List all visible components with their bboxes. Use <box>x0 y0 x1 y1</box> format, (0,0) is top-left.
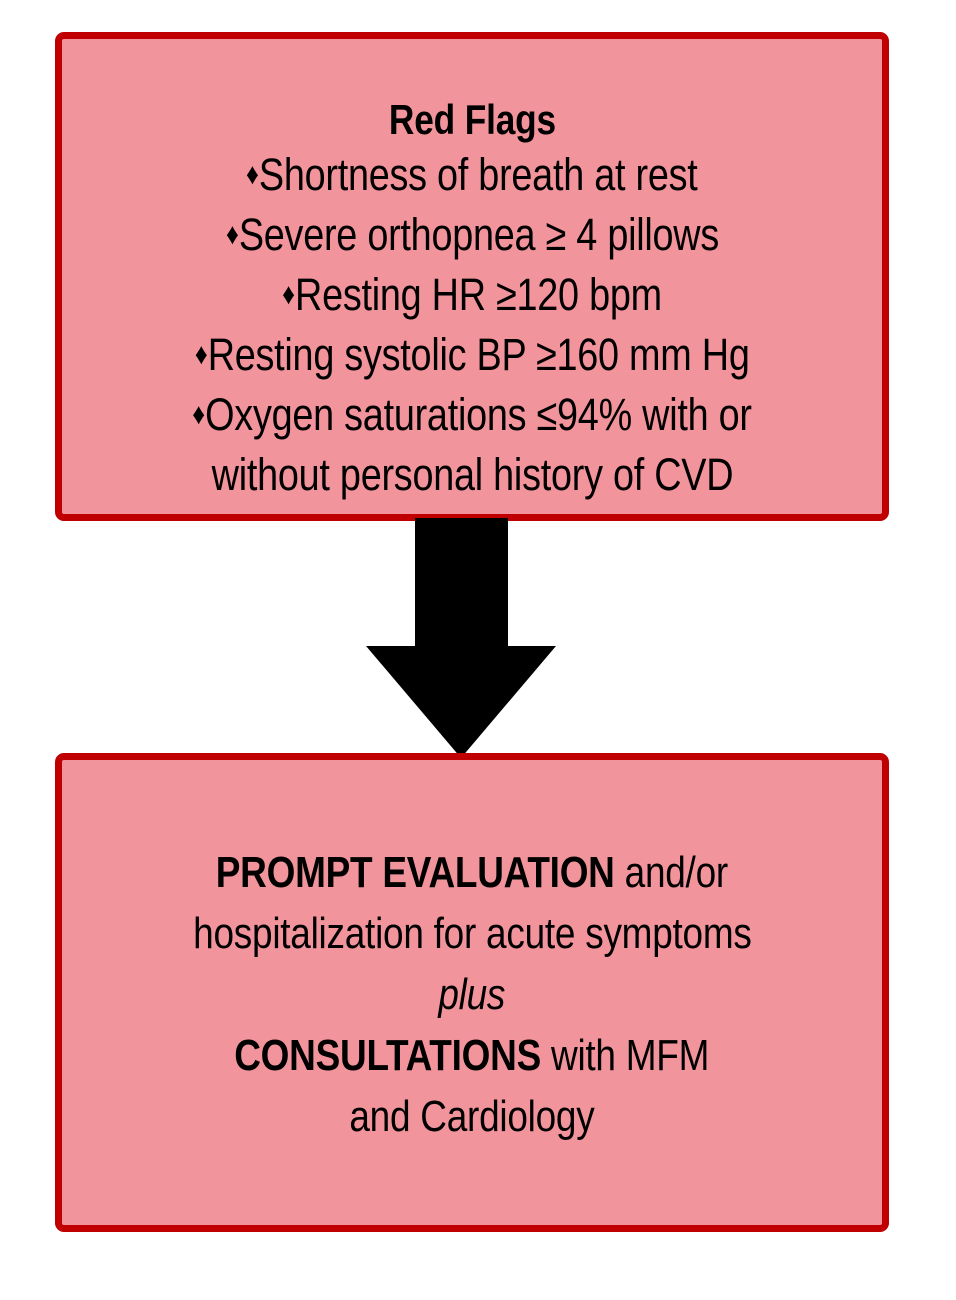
action-line-4-bold: CONSULTATIONS <box>234 1031 542 1080</box>
red-flags-bullet-5-continuation-text: without personal history of CVD <box>211 449 733 500</box>
red-flags-title: Red Flags <box>62 95 882 145</box>
red-flags-bullet-4-text: Resting systolic BP ≥160 mm Hg <box>207 329 750 380</box>
red-flags-bullet-5: ♦Oxygen saturations ≤94% with or <box>62 385 882 445</box>
bullet-diamond-icon: ♦ <box>194 338 208 371</box>
action-line-2-text: hospitalization for acute symptoms <box>192 909 752 958</box>
action-line-1-rest: and/or <box>614 848 729 897</box>
bullet-diamond-icon: ♦ <box>282 278 296 311</box>
red-flags-title-text: Red Flags <box>388 96 556 143</box>
bullet-diamond-icon: ♦ <box>192 398 206 431</box>
red-flags-bullet-2-text: Severe orthopnea ≥ 4 pillows <box>238 209 719 260</box>
red-flags-bullet-5-text: Oxygen saturations ≤94% with or <box>205 389 752 440</box>
down-arrow-icon <box>360 518 562 760</box>
red-flags-bullet-2: ♦Severe orthopnea ≥ 4 pillows <box>62 205 882 265</box>
action-line-5: and Cardiology <box>62 1086 882 1147</box>
bullet-diamond-icon: ♦ <box>246 158 260 191</box>
bullet-diamond-icon: ♦ <box>225 218 239 251</box>
action-line-5-text: and Cardiology <box>349 1092 595 1141</box>
action-line-4-rest: with MFM <box>541 1031 710 1080</box>
action-line-3-text: plus <box>438 970 506 1019</box>
red-flags-box: Red Flags ♦Shortness of breath at rest ♦… <box>55 32 889 521</box>
red-flags-bullet-4: ♦Resting systolic BP ≥160 mm Hg <box>62 325 882 385</box>
action-line-1: PROMPT EVALUATION and/or <box>62 842 882 903</box>
action-line-1-bold: PROMPT EVALUATION <box>215 848 615 897</box>
red-flags-bullet-3: ♦Resting HR ≥120 bpm <box>62 265 882 325</box>
red-flags-bullet-1: ♦Shortness of breath at rest <box>62 145 882 205</box>
action-line-3: plus <box>62 964 882 1025</box>
red-flags-content: Red Flags ♦Shortness of breath at rest ♦… <box>62 95 882 505</box>
action-line-4: CONSULTATIONS with MFM <box>62 1025 882 1086</box>
red-flags-bullet-3-text: Resting HR ≥120 bpm <box>295 269 662 320</box>
action-content: PROMPT EVALUATION and/or hospitalization… <box>62 842 882 1147</box>
red-flags-bullet-5-continuation: without personal history of CVD <box>62 445 882 505</box>
action-line-2: hospitalization for acute symptoms <box>62 903 882 964</box>
action-box: PROMPT EVALUATION and/or hospitalization… <box>55 753 889 1232</box>
red-flags-bullet-1-text: Shortness of breath at rest <box>259 149 698 200</box>
